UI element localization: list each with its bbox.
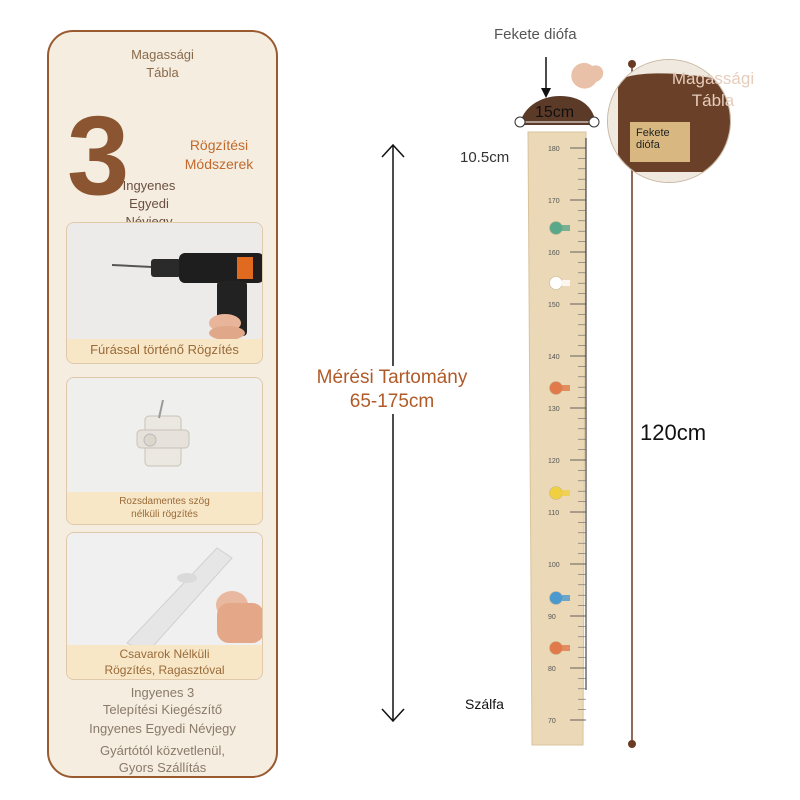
caption-line: nélküli rögzítés (131, 509, 198, 520)
ruler-tick-label: 160 (548, 250, 560, 257)
ruler-tick-label: 130 (548, 406, 560, 413)
ruler-tick-label: 180 (548, 146, 560, 153)
adhesive-icon (67, 533, 262, 654)
ruler-peg-stem (562, 280, 570, 286)
side-label: 10.5cm (460, 149, 510, 166)
ruler-peg (549, 381, 563, 395)
zoom-plate-text: Fekete diófa (636, 127, 692, 151)
plate-line: diófa (636, 139, 660, 151)
walnut-zoom-icon (608, 60, 730, 182)
ruler-tick-label: 140 (548, 354, 560, 361)
bottom-line: Telepítési Kiegészítő (102, 702, 223, 717)
free-tag-line: Egyedi (129, 196, 169, 211)
bottom-line: Ingyenes Egyedi Névjegy (89, 721, 236, 736)
ruler-tick-label: 90 (548, 614, 556, 621)
range-line: 65-175cm (349, 391, 435, 412)
ruler-peg-stem (562, 225, 570, 231)
zoom-title-line: Magassági (671, 69, 755, 88)
nail-hook-icon (67, 378, 262, 498)
bottom-line: Gyártótól közvetlenül, (99, 743, 225, 758)
drill-caption: Fúrással történő Rögzítés (67, 339, 262, 363)
caption-line: Csavarok Nélküli (119, 647, 210, 661)
zoom-title-line: Tábla (691, 91, 735, 110)
nail-hook-panel: Rozsdamentes szög nélküli rögzítés (66, 377, 263, 525)
plate-line: Fekete (636, 127, 670, 139)
big-number: 3 (67, 93, 130, 218)
caption-line: Rozsdamentes szög (119, 496, 210, 507)
ruler-tick-label: 70 (548, 718, 556, 725)
ruler-peg (549, 591, 563, 605)
ruler-peg (549, 276, 563, 290)
ruler-tick-label: 110 (548, 510, 559, 517)
ruler-peg (549, 486, 563, 500)
range-line: Mérési Tartomány (316, 367, 468, 388)
info-card: Magassági Tábla 3 Rögzítési Módszerek In… (47, 30, 278, 778)
drill-panel: Fúrással történő Rögzítés (66, 222, 263, 364)
ruler-tick-label: 100 (548, 562, 560, 569)
card-title-line: Magassági (131, 47, 194, 62)
ruler-peg-stem (562, 645, 570, 651)
ruler-peg-stem (562, 490, 570, 496)
adhesive-caption: Csavarok Nélküli Rögzítés, Ragasztóval (67, 645, 262, 679)
free-tag-line: Ingyenes (122, 178, 176, 193)
walnut-label: Fekete diófa (494, 26, 577, 43)
measurement-range: Mérési Tartomány 65-175cm (282, 366, 502, 414)
caption-line: Rögzítés, Ragasztóval (104, 663, 225, 677)
bottom-line: Ingyenes 3 (130, 685, 195, 700)
card-title: Magassági Tábla (49, 46, 276, 82)
nail-hook-caption: Rozsdamentes szög nélküli rögzítés (67, 492, 262, 524)
length-label: 120cm (640, 420, 707, 445)
ruler-peg (549, 641, 563, 655)
ruler-peg (549, 221, 563, 235)
bottom-line: Gyors Szállítás (118, 760, 207, 775)
name-card-text: Ingyenes Egyedi Névjegy (49, 720, 276, 737)
methods-line: Módszerek (184, 156, 254, 172)
ruler-tick-label: 80 (548, 666, 556, 673)
methods-line: Rögzítési (189, 137, 249, 153)
card-title-line: Tábla (146, 65, 179, 80)
ruler-tick-label: 170 (548, 198, 560, 205)
ruler-peg-stem (562, 385, 570, 391)
adhesive-panel: Csavarok Nélküli Rögzítés, Ragasztóval (66, 532, 263, 680)
width-label: 15cm (535, 104, 575, 121)
pine-label: Szálfa (465, 696, 504, 712)
ruler-ticks: 180 170 160 150 140 130 120 110 100 90 80 70 (548, 146, 586, 725)
ruler-tick-label: 150 (548, 302, 560, 309)
ruler-tick-label: 120 (548, 458, 560, 465)
methods-heading: Rögzítési Módszerek (164, 136, 274, 174)
accessories-text: Ingyenes 3 Telepítési Kiegészítő (49, 684, 276, 718)
range-arrow-icon (381, 143, 405, 723)
ruler-pegs (549, 221, 570, 655)
shipping-text: Gyártótól közvetlenül, Gyors Szállítás (49, 742, 276, 776)
ruler-peg-stem (562, 595, 570, 601)
zoom-detail-circle (607, 59, 731, 183)
drill-icon (67, 223, 262, 343)
zoom-title: Magassági Tábla (658, 68, 768, 112)
